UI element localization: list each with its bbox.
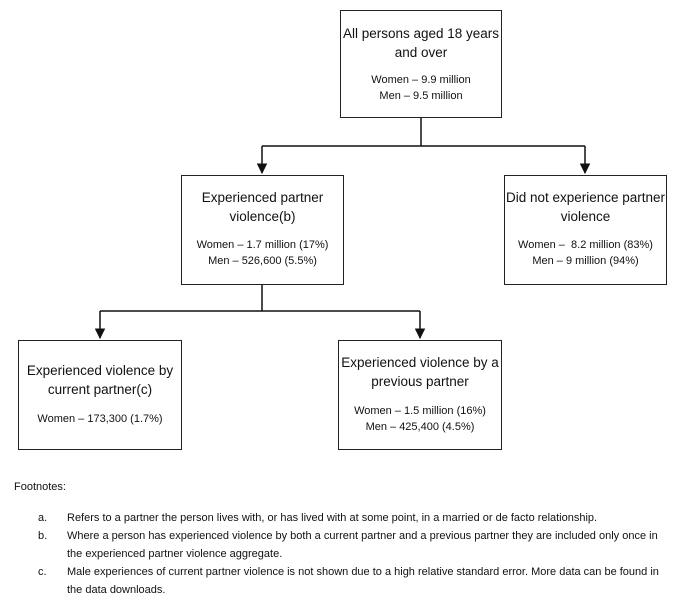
node-all-persons-title: All persons aged 18 years and over (342, 26, 500, 60)
node-all-persons: All persons aged 18 years and over Women… (340, 10, 502, 118)
node-current-partner-violence-women: Women – 173,300 (1.7%) (37, 413, 163, 425)
footnote-text: Male experiences of current partner viol… (67, 566, 659, 596)
node-previous-partner-violence-men: Men – 425,400 (4.5%) (365, 421, 475, 433)
node-previous-partner-violence-women: Women – 1.5 million (16%) (354, 405, 486, 417)
footnote-text: Where a person has experienced violence … (67, 530, 658, 560)
node-previous-partner-violence: Experienced violence by a previous partn… (338, 340, 502, 450)
footnote-item: c. Male experiences of current partner v… (30, 563, 670, 599)
node-experienced-partner-violence-men: Men – 526,600 (5.5%) (208, 255, 317, 267)
node-current-partner-violence-title: Experienced violence by current partner(… (26, 363, 174, 397)
node-experienced-partner-violence: Experienced partner violence(b) Women – … (181, 175, 344, 285)
node-no-partner-violence-title: Did not experience partner violence (505, 190, 666, 224)
node-no-partner-violence-men: Men – 9 million (94%) (532, 255, 639, 267)
node-no-partner-violence-women: Women – 8.2 million (83%) (518, 239, 653, 251)
node-experienced-partner-violence-women: Women – 1.7 million (17%) (196, 239, 329, 251)
footnote-marker: c. (38, 566, 47, 578)
node-current-partner-violence: Experienced violence by current partner(… (18, 340, 182, 450)
node-all-persons-women: Women – 9.9 million (371, 74, 471, 86)
footnotes-list: a. Refers to a partner the person lives … (30, 509, 670, 599)
node-previous-partner-violence-title: Experienced violence by a previous partn… (341, 355, 499, 389)
footnote-marker: b. (38, 530, 48, 542)
footnote-text: Refers to a partner the person lives wit… (67, 512, 598, 524)
node-no-partner-violence: Did not experience partner violence Wome… (504, 175, 667, 285)
node-experienced-partner-violence-title: Experienced partner violence(b) (201, 190, 324, 224)
footnote-item: a. Refers to a partner the person lives … (30, 509, 670, 527)
node-all-persons-men: Men – 9.5 million (379, 90, 463, 102)
footnote-marker: a. (38, 512, 48, 524)
footnote-item: b. Where a person has experienced violen… (30, 527, 670, 563)
footnotes-heading: Footnotes: (14, 481, 66, 493)
